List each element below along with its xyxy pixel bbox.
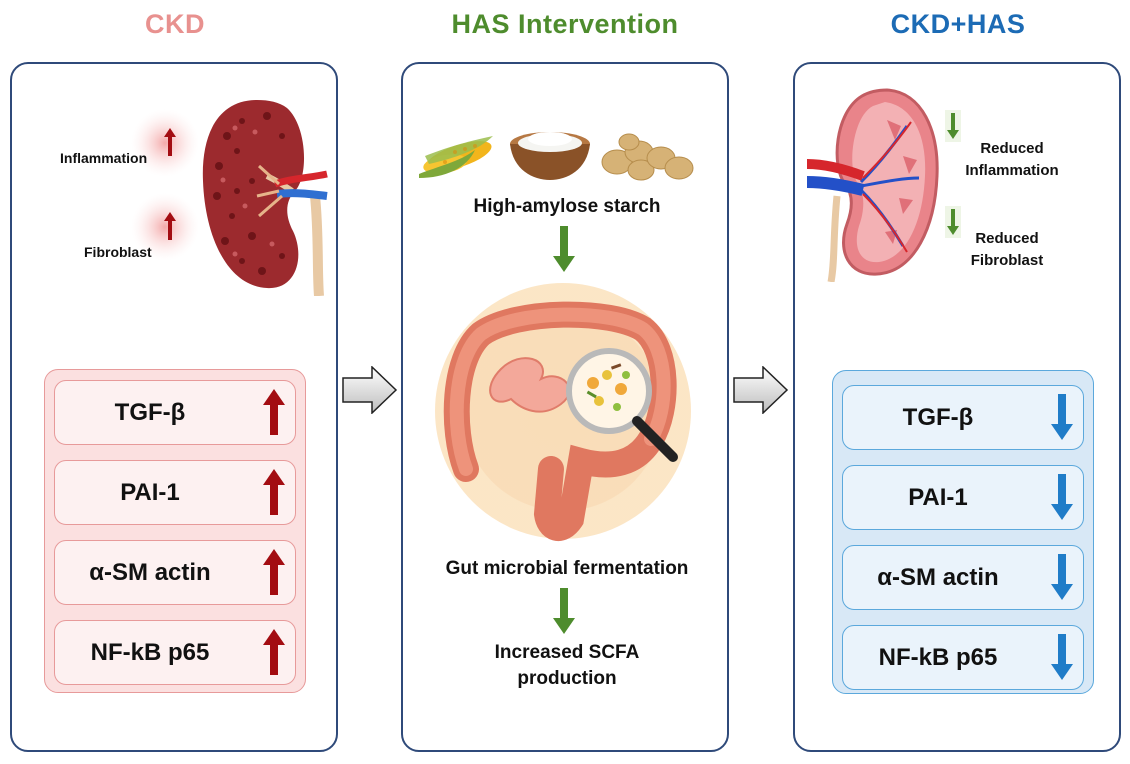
down-arrow-icon <box>1051 394 1073 440</box>
label-line: Reduced <box>980 140 1044 157</box>
down-arrow-icon <box>1051 634 1073 680</box>
inflammation-glow <box>131 109 199 177</box>
ckd-panel: Inflammation Fibroblast TGF-β PAI-1 <box>10 62 338 752</box>
inflammation-label: Inflammation <box>60 150 148 166</box>
up-arrow-icon <box>263 549 285 595</box>
up-arrow-icon <box>263 389 285 435</box>
down-arrow-icon <box>553 226 575 272</box>
fibroblast-up-arrow-icon <box>164 212 176 240</box>
diseased-kidney-icon <box>202 100 328 296</box>
fibroblast-down-arrow-icon <box>945 206 961 238</box>
marker-label: α-SM actin <box>877 563 999 591</box>
ckd-marker-pai-1: PAI-1 <box>54 460 296 525</box>
has-intervention-title: HAS Intervention <box>451 9 679 39</box>
marker-label: PAI-1 <box>120 478 180 506</box>
inflammation-down-arrow-icon <box>945 110 961 142</box>
up-arrow-icon <box>263 629 285 675</box>
flow-arrow-icon <box>342 366 398 414</box>
ckd-marker-alpha-sm-actin: α-SM actin <box>54 540 296 605</box>
label-line: Reduced <box>975 230 1039 247</box>
scfa-label-line1: Increased SCFA <box>494 642 640 663</box>
ckd-has-title: CKD+HAS <box>890 9 1026 39</box>
ckd-has-marker-nf-kb-p65: NF-kB p65 <box>842 625 1084 690</box>
reduced-inflammation-label: Reduced Inflammation <box>957 138 1067 182</box>
marker-label: NF-kB p65 <box>878 643 998 671</box>
ckd-marker-box: TGF-β PAI-1 α-SM actin NF-kB p65 <box>44 369 306 693</box>
fermentation-label: Gut microbial fermentation <box>445 558 689 579</box>
marker-label: PAI-1 <box>908 483 968 511</box>
down-arrow-icon <box>553 588 575 634</box>
marker-label: NF-kB p65 <box>90 638 210 666</box>
marker-label: α-SM actin <box>89 558 211 586</box>
ckd-has-marker-box: TGF-β PAI-1 α-SM actin NF-kB p65 <box>832 370 1094 694</box>
label-line: Inflammation <box>965 162 1059 179</box>
potatoes-icon <box>601 133 694 181</box>
scfa-label-line2: production <box>517 668 617 689</box>
reduced-fibroblast-label: Reduced Fibroblast <box>957 228 1057 272</box>
label-line: Fibroblast <box>970 252 1044 269</box>
down-arrow-icon <box>1051 474 1073 520</box>
ckd-marker-nf-kb-p65: NF-kB p65 <box>54 620 296 685</box>
marker-label: TGF-β <box>114 398 186 426</box>
ckd-has-marker-alpha-sm-actin: α-SM actin <box>842 545 1084 610</box>
up-arrow-icon <box>263 469 285 515</box>
has-intervention-panel: High-amylose starch Gut microbial fermen… <box>401 62 729 752</box>
ckd-title: CKD <box>145 9 205 39</box>
gut-microbiome-icon <box>435 283 691 541</box>
fibroblast-label: Fibroblast <box>84 244 152 260</box>
fibroblast-glow <box>131 193 199 261</box>
marker-label: TGF-β <box>902 403 974 431</box>
flow-arrow-icon <box>733 366 789 414</box>
inflammation-up-arrow-icon <box>164 128 176 156</box>
down-arrow-icon <box>1051 554 1073 600</box>
ckd-has-marker-tgf-beta: TGF-β <box>842 385 1084 450</box>
starch-bowl-icon <box>510 132 590 180</box>
ckd-marker-tgf-beta: TGF-β <box>54 380 296 445</box>
starch-label: High-amylose starch <box>473 196 661 217</box>
healthy-kidney-icon <box>807 88 939 282</box>
ckd-has-panel: Reduced Inflammation Reduced Fibroblast … <box>793 62 1121 752</box>
corn-icon <box>419 136 493 178</box>
ckd-has-marker-pai-1: PAI-1 <box>842 465 1084 530</box>
